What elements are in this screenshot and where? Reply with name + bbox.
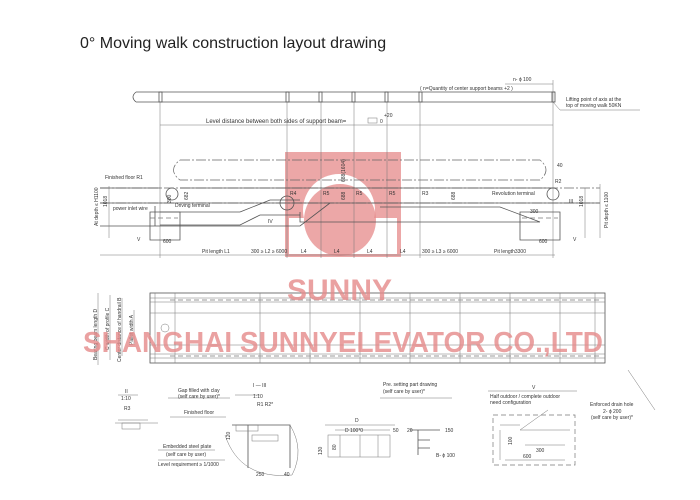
level-requirement-label: Level requirement ≥ 1/1000: [158, 462, 219, 468]
detail-r1r2: R1 R2*: [257, 402, 273, 408]
detail-i-iii: [158, 394, 299, 476]
at-depth-label: At depth ≤ H1100: [94, 187, 100, 226]
pallet-width-label: Pallet width A: [129, 314, 135, 345]
detail-v-mark: V: [532, 385, 536, 391]
dim-50: 50: [393, 428, 399, 434]
pre-setting-detail: [325, 397, 452, 458]
pre-setting-title-2: (self care by user)*: [383, 389, 425, 395]
dim-688-right: 688: [451, 191, 457, 200]
mark-r5: R5: [389, 191, 396, 197]
dim-130: 130: [318, 446, 324, 455]
dim-40: 40: [557, 163, 563, 169]
level-tolerance-plus: +20: [384, 113, 393, 119]
dim-300-detail: 300: [536, 448, 545, 454]
drain-hole-label-2: 2- ϕ 200: [603, 409, 622, 415]
level-distance-box: [367, 117, 378, 124]
dim-300: 300: [167, 194, 173, 203]
handrail-label: Center distance of handrail B: [117, 297, 123, 362]
finished-floor-label: Finished floor R1: [105, 175, 143, 181]
width-c-label: C width of profile C: [105, 307, 111, 350]
walkway-profile: [100, 159, 601, 256]
pit-length-3300: Pit length3300: [494, 249, 526, 255]
gap-filled-label-2: (self care by user)*: [178, 394, 220, 400]
dim-40-detail: 40: [284, 472, 290, 478]
finished-floor-detail-label: Finished floor: [184, 410, 214, 416]
mark-r2: R2: [555, 179, 562, 185]
detail-ii-mark: II: [125, 389, 128, 395]
watermark-brand: SUNNY: [287, 274, 392, 307]
half-outdoor-label-2: need configuration: [490, 400, 531, 406]
embedded-plate-label-2: (self care by user): [166, 452, 206, 458]
dim-d: D: [355, 418, 359, 424]
driving-terminal-label: Driving terminal: [175, 203, 210, 209]
detail-i-iii-scale: 1:10: [253, 394, 263, 400]
lifting-point-label: Lifting point of axis at the: [566, 97, 622, 103]
dim-l4: L4: [367, 249, 373, 255]
pit-depth-label: Pit depth ≤ 1100: [604, 192, 610, 228]
dim-l4: L4: [400, 249, 406, 255]
dim-1604: 688(1604): [341, 159, 347, 182]
detail-v: [488, 369, 656, 466]
page-title: 0° Moving walk construction layout drawi…: [80, 35, 386, 52]
detail-ii: [115, 394, 158, 430]
dim-1018-right: 1018: [579, 196, 585, 207]
pit-length-l1: Pit length L1: [202, 249, 230, 255]
dim-600-detail: 600: [523, 454, 532, 460]
detail-ii-r3: R3: [124, 406, 131, 412]
dim-l4: L4: [301, 249, 307, 255]
level-tolerance: 0: [380, 119, 383, 125]
dim-l3: 300 ≥ L3 ≥ 6000: [422, 249, 458, 255]
drain-hole-label: Enforced drain hole: [590, 402, 634, 408]
mark-r3: R3: [422, 191, 429, 197]
dim-250: 250: [256, 472, 265, 478]
gap-filled-label: Gap filled with clay: [178, 388, 220, 394]
dim-l4: L4: [334, 249, 340, 255]
mark-r4: R4: [290, 191, 297, 197]
bearing-beam-label: Bearing beam length D: [93, 308, 99, 360]
power-inlet-label: power inlet wire: [113, 206, 148, 212]
mark-v: V: [137, 237, 141, 243]
detail-i-iii-mark: I — III: [253, 383, 266, 389]
mark-iv: IV: [268, 219, 273, 225]
dim-600: 600: [163, 239, 172, 245]
drain-hole-label-3: (self care by user)*: [591, 415, 633, 421]
dim-682: 682: [184, 191, 190, 200]
watermark-logo: [285, 152, 401, 257]
dim-l2: 300 ≥ L2 ≥ 6000: [251, 249, 287, 255]
half-outdoor-label: Half outdoor / complete outdoor: [490, 394, 560, 400]
dim-300-right: 300: [530, 209, 539, 215]
detail-ii-scale: 1:10: [121, 396, 131, 402]
dim-d100: D 100*0: [345, 428, 363, 434]
dim-1018: 1018: [103, 196, 109, 207]
n-phi-label: n- ϕ 100: [513, 77, 532, 83]
dim-688: 688: [341, 191, 347, 200]
mark-r5: R5: [356, 191, 363, 197]
mark-v-right: V: [573, 237, 577, 243]
mark-iii: III: [569, 199, 573, 205]
plan-view: [97, 292, 606, 365]
revolution-terminal-label: Revolution terminal: [492, 191, 535, 197]
dim-120: 120: [226, 431, 232, 440]
embedded-plate-label: Embedded steel plate: [163, 444, 212, 450]
n-quantity-label: ( n=Quantity of center support beams +2 …: [420, 86, 513, 92]
level-distance-label: Level distance between both sides of sup…: [206, 119, 347, 125]
dim-80: 80: [332, 444, 338, 450]
pre-setting-title: Pre. setting part drawing: [383, 382, 437, 388]
dim-150: 150: [445, 428, 454, 434]
dim-phi-100: B- ϕ 100: [436, 453, 455, 459]
dim-20: 20: [407, 428, 413, 434]
lifting-point-label-2: top of moving walk 50KN: [566, 103, 622, 109]
dim-600-right: 600: [539, 239, 548, 245]
mark-r5: R5: [323, 191, 330, 197]
dim-100: 100: [508, 436, 514, 445]
watermark-company: SHANGHAI SUNNYELEVATOR CO.,LTD: [83, 327, 603, 359]
